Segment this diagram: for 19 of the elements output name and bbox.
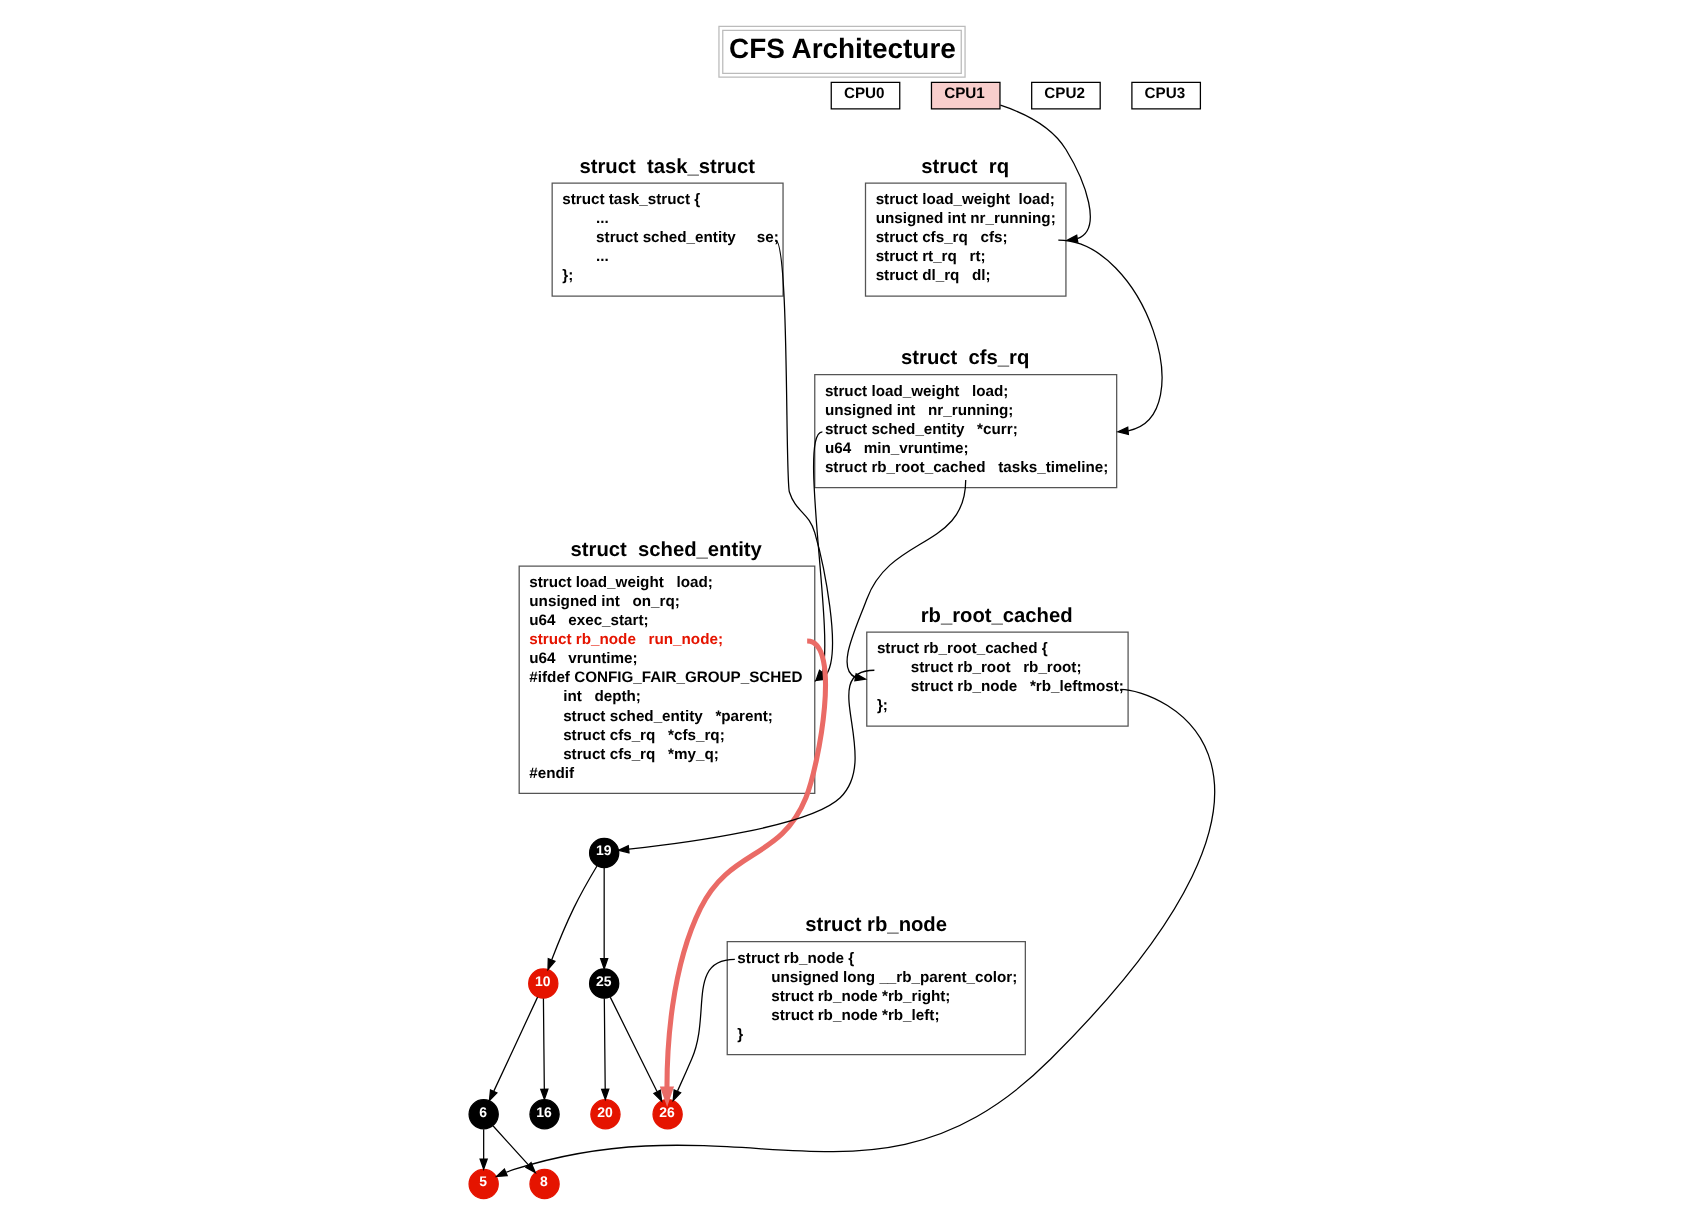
- node-label: struct sched_entity: [570, 539, 762, 562]
- arrow: [1057, 239, 1163, 436]
- arrow: [479, 1128, 489, 1172]
- node-label: struct task_struct: [579, 156, 756, 179]
- arrow: [599, 867, 609, 971]
- node-label: rb_root_cached: [920, 605, 1073, 628]
- arrow: [488, 996, 539, 1103]
- arrow: [539, 997, 549, 1102]
- arrow: [846, 479, 967, 682]
- node-label: struct rb_node: [805, 915, 948, 938]
- arrow: [547, 865, 598, 972]
- arrow: [672, 958, 736, 1103]
- diagram-title: CFS Architecture: [729, 31, 956, 64]
- arrow: [609, 996, 663, 1103]
- arrow: [492, 1125, 537, 1174]
- node-label: struct cfs_rq: [901, 348, 1030, 371]
- node-label: struct rq: [921, 156, 1010, 179]
- arrow: [494, 688, 1216, 1178]
- arrow: [600, 997, 610, 1102]
